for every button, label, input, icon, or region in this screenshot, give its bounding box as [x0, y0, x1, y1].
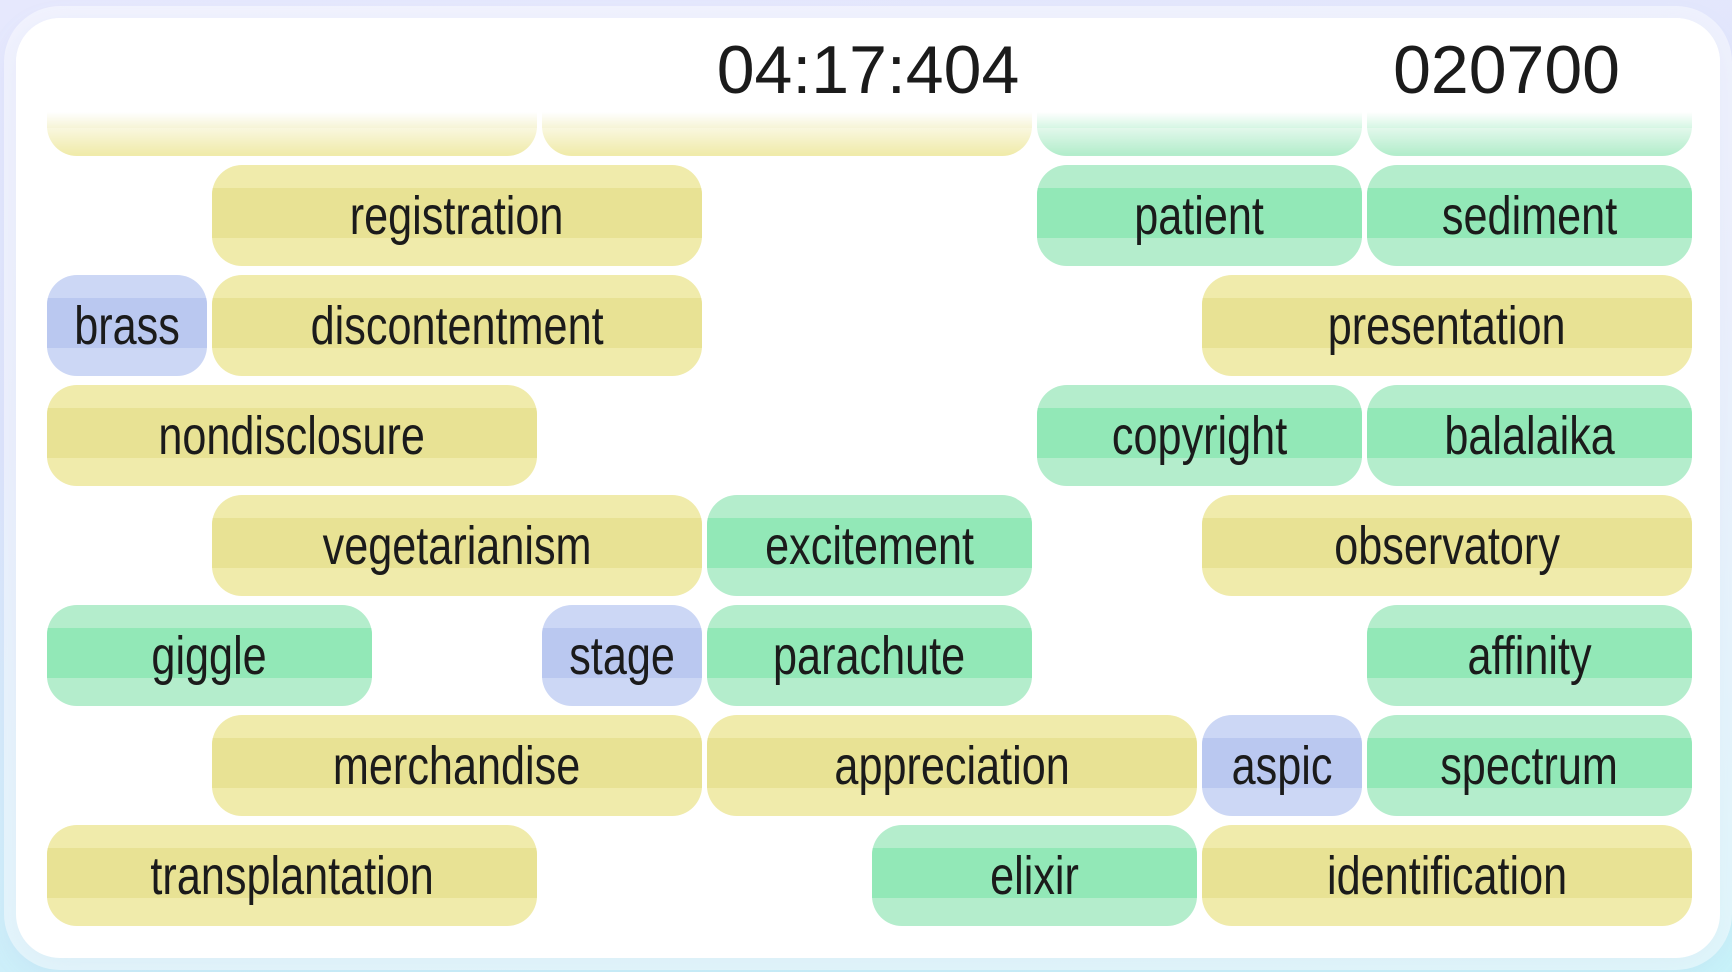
- tile-label: brass: [74, 295, 180, 356]
- tile-label: stage: [569, 625, 675, 686]
- word-tile-stage[interactable]: stage: [542, 605, 702, 706]
- tile-label: appreciation: [834, 735, 1070, 796]
- word-tile-discontentment[interactable]: discontentment: [212, 275, 702, 376]
- word-tile-sediment[interactable]: sediment: [1367, 165, 1692, 266]
- tile-label: discontentment: [310, 295, 604, 356]
- word-tile-presentation[interactable]: presentation: [1202, 275, 1692, 376]
- tile-label: observatory: [1334, 515, 1560, 576]
- word-tile-registration[interactable]: registration: [212, 165, 702, 266]
- word-tile-nondisclosure[interactable]: nondisclosure: [47, 385, 537, 486]
- tile-label: balalaika: [1444, 405, 1615, 466]
- word-tile-observatory[interactable]: observatory: [1202, 495, 1692, 596]
- tile-label: transplantation: [150, 845, 434, 906]
- board: registration patient sediment brass disconte…: [16, 18, 1720, 958]
- tile-label: registration: [350, 185, 564, 246]
- tile-label: parachute: [773, 625, 966, 686]
- score-display: 020700: [1393, 32, 1620, 108]
- word-tile-transplantation[interactable]: transplantation: [47, 825, 537, 926]
- tile-label: affinity: [1467, 625, 1592, 686]
- tile-label: identification: [1326, 845, 1568, 906]
- header-bar: 04:17:404 020700: [16, 18, 1720, 112]
- word-tile-excitement[interactable]: excitement: [707, 495, 1032, 596]
- word-tile-patient[interactable]: patient: [1037, 165, 1362, 266]
- tile-label: copyright: [1111, 405, 1288, 466]
- tile-label: sediment: [1441, 185, 1618, 246]
- tile-label: spectrum: [1440, 735, 1619, 796]
- word-tile-aspic[interactable]: aspic: [1202, 715, 1362, 816]
- word-tile-merchandise[interactable]: merchandise: [212, 715, 702, 816]
- word-tile-copyright[interactable]: copyright: [1037, 385, 1362, 486]
- word-tile-affinity[interactable]: affinity: [1367, 605, 1692, 706]
- word-tile-elixir[interactable]: elixir: [872, 825, 1197, 926]
- tile-label: patient: [1134, 185, 1265, 246]
- word-tile-spectrum[interactable]: spectrum: [1367, 715, 1692, 816]
- tile-label: elixir: [990, 845, 1079, 906]
- tile-label: merchandise: [333, 735, 581, 796]
- tile-label: presentation: [1328, 295, 1566, 356]
- tile-label: vegetarianism: [322, 515, 592, 576]
- word-tile-vegetarianism[interactable]: vegetarianism: [212, 495, 702, 596]
- word-tile-appreciation[interactable]: appreciation: [707, 715, 1197, 816]
- tile-label: giggle: [151, 625, 268, 686]
- tile-label: nondisclosure: [158, 405, 426, 466]
- word-tile-identification[interactable]: identification: [1202, 825, 1692, 926]
- timer-display: 04:17:404: [716, 32, 1020, 108]
- tile-label: excitement: [765, 515, 974, 576]
- tile-label: aspic: [1231, 735, 1333, 796]
- word-tile-giggle[interactable]: giggle: [47, 605, 372, 706]
- board-panel: registration patient sediment brass disconte…: [16, 18, 1720, 958]
- word-tile-balalaika[interactable]: balalaika: [1367, 385, 1692, 486]
- word-tile-brass[interactable]: brass: [47, 275, 207, 376]
- word-tile-parachute[interactable]: parachute: [707, 605, 1032, 706]
